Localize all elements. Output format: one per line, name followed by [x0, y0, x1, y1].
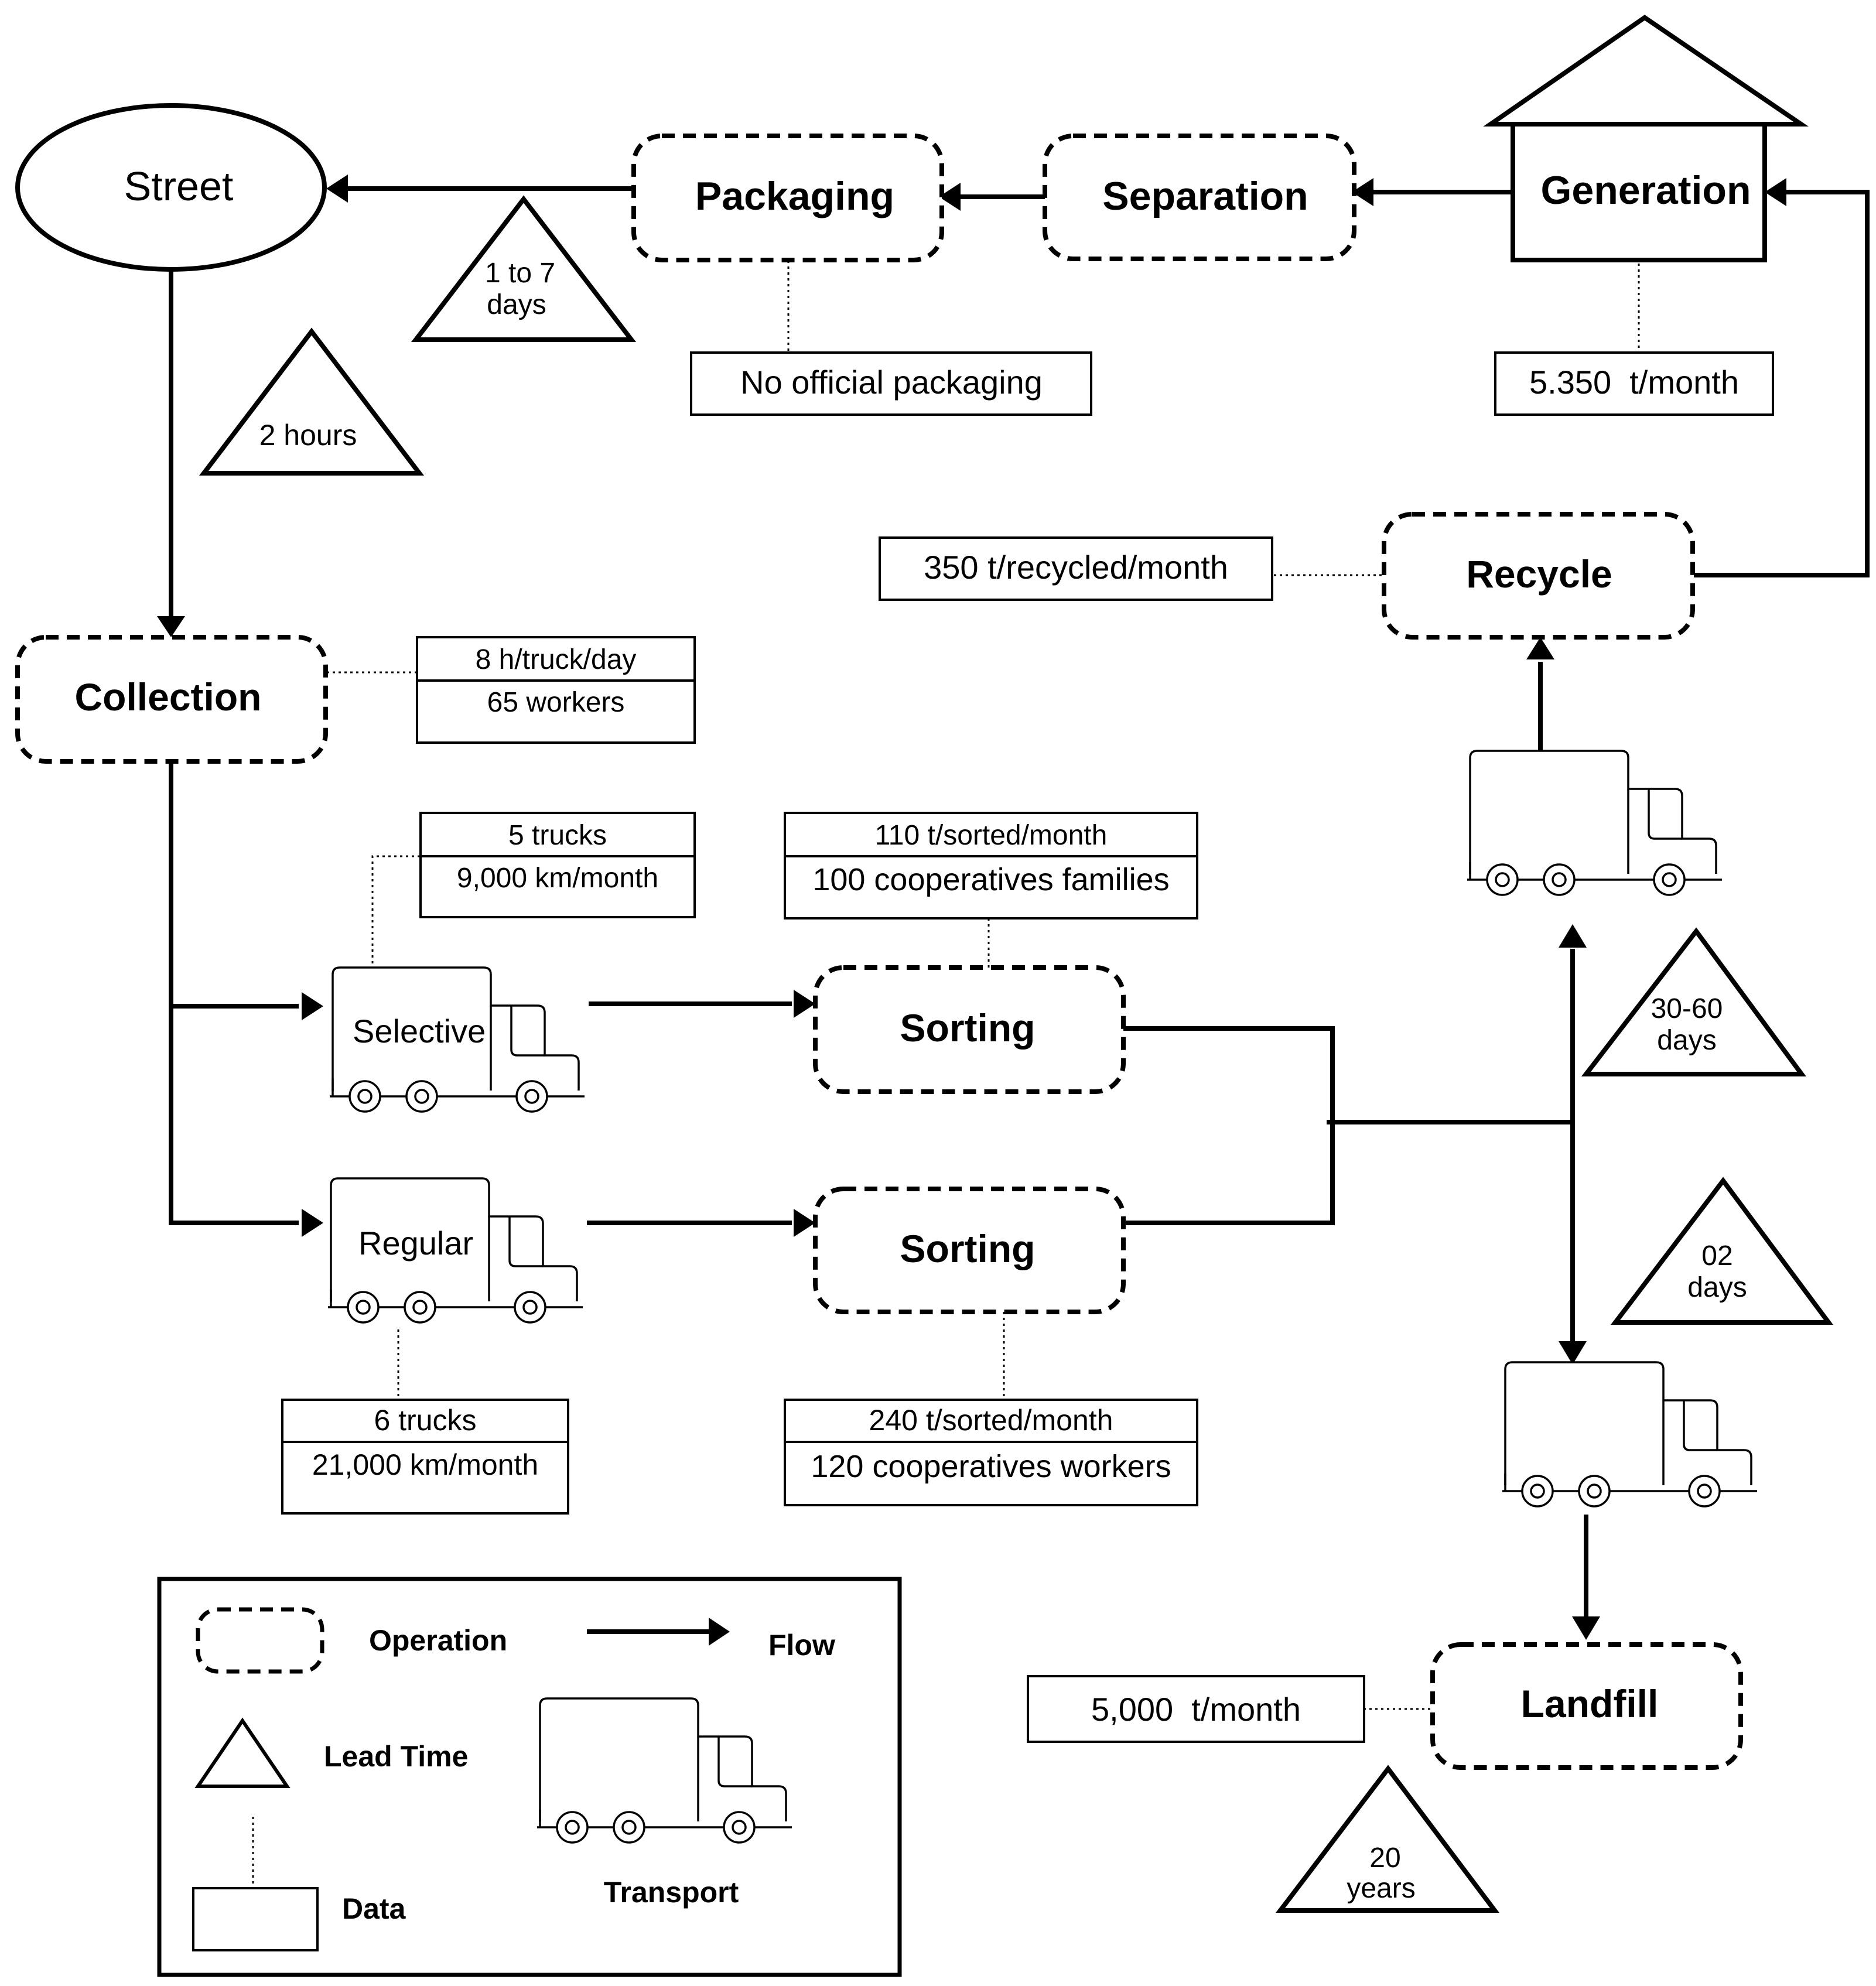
legend-lead-time-icon — [194, 1717, 291, 1788]
data-recycled: 350 t/recycled/month — [924, 549, 1228, 586]
generation-roof — [1483, 15, 1809, 127]
generation-label: Generation — [1541, 168, 1751, 213]
arrowhead — [1559, 1341, 1587, 1365]
lead-time-packaging-line1: 1 to 7 — [485, 258, 555, 289]
arrowhead — [794, 990, 815, 1018]
data-box-packaging — [690, 351, 1092, 416]
data-landfill-rate: 5,000 t/month — [1091, 1691, 1301, 1728]
data-no-packaging: No official packaging — [740, 364, 1043, 401]
lead-time-landfill-transport — [1610, 1177, 1833, 1325]
arrowhead — [302, 1209, 323, 1237]
lead-time-landfill-transport-line2: days — [1687, 1272, 1747, 1303]
lead-time-recycle — [1581, 927, 1806, 1076]
collection-label: Collection — [74, 675, 261, 719]
lead-time-recycle-line1: 30-60 — [1651, 993, 1723, 1024]
lead-time-landfill — [1275, 1765, 1500, 1913]
legend-operation-label: Operation — [369, 1624, 507, 1657]
separation-label: Separation — [1102, 174, 1308, 218]
lead-time-street — [199, 327, 425, 476]
generation-node — [1511, 122, 1767, 262]
landfill-label: Landfill — [1521, 1682, 1659, 1725]
data-box-selective — [419, 812, 696, 918]
data-box-recycle — [879, 536, 1273, 601]
collection-node — [15, 635, 328, 764]
data-box-regular — [281, 1399, 569, 1515]
recycle-truck-icon — [1457, 750, 1735, 896]
legend-transport-label: Transport — [604, 1876, 739, 1909]
recycle-node — [1382, 512, 1695, 640]
data-box-sorting-top — [784, 812, 1198, 919]
arrowhead — [1352, 178, 1373, 206]
sorting-selective-node — [813, 965, 1126, 1094]
legend-flow-label: Flow — [768, 1629, 835, 1662]
data-box-collection — [416, 636, 696, 744]
arrowhead — [326, 175, 348, 203]
data-box-landfill — [1027, 1675, 1365, 1743]
sorting-regular-node — [813, 1187, 1126, 1314]
sorting-regular-label: Sorting — [900, 1227, 1036, 1270]
separation-node — [1043, 134, 1356, 261]
arrowhead — [302, 992, 323, 1020]
flow-collection-branch — [169, 761, 299, 1225]
data-regular-km: 21,000 km/month — [312, 1448, 538, 1481]
street-node — [15, 103, 327, 272]
link-selective-data — [371, 855, 419, 969]
arrowhead — [1559, 924, 1587, 948]
arrowhead — [157, 616, 185, 637]
landfill-truck-icon — [1492, 1361, 1770, 1508]
data-regular-trucks: 6 trucks — [374, 1404, 476, 1437]
data-collection-hours: 8 h/truck/day — [476, 644, 637, 675]
landfill-node — [1430, 1642, 1743, 1770]
arrowhead — [709, 1618, 730, 1646]
arrowhead — [1572, 1616, 1600, 1640]
lead-time-street-label: 2 hours — [259, 419, 357, 452]
flow-recycle-generation — [1694, 190, 1870, 577]
legend-data-icon — [192, 1887, 319, 1951]
lead-time-landfill-line2: years — [1347, 1873, 1415, 1904]
data-coop-families: 100 cooperatives families — [812, 862, 1169, 897]
data-coop-workers: 120 cooperatives workers — [811, 1449, 1171, 1484]
data-box-generation — [1494, 351, 1774, 416]
arrowhead — [794, 1209, 815, 1237]
data-selective-km: 9,000 km/month — [457, 863, 658, 894]
recycle-label: Recycle — [1466, 552, 1612, 596]
legend-operation-icon — [196, 1607, 324, 1674]
regular-truck-label: Regular — [358, 1225, 473, 1262]
sorting-selective-label: Sorting — [900, 1006, 1036, 1050]
lead-time-packaging — [411, 195, 637, 342]
data-sorted-top: 110 t/sorted/month — [875, 820, 1108, 851]
arrowhead — [939, 183, 961, 211]
street-label: Street — [124, 163, 234, 209]
arrowhead — [1765, 178, 1786, 206]
legend-data-label: Data — [342, 1892, 406, 1925]
data-box-sorting-bottom — [784, 1399, 1198, 1506]
lead-time-recycle-line2: days — [1657, 1025, 1716, 1056]
lead-time-landfill-transport-line1: 02 — [1701, 1240, 1733, 1271]
selective-truck-label: Selective — [353, 1013, 486, 1050]
packaging-label: Packaging — [695, 174, 894, 218]
data-selective-trucks: 5 trucks — [508, 820, 607, 851]
data-collection-workers: 65 workers — [487, 687, 625, 718]
arrowhead — [1526, 637, 1554, 659]
legend-lead-time-label: Lead Time — [324, 1740, 468, 1773]
lead-time-landfill-line1: 20 — [1369, 1843, 1400, 1874]
data-sorted-bottom: 240 t/sorted/month — [869, 1404, 1113, 1437]
lead-time-packaging-line2: days — [487, 289, 546, 320]
packaging-node — [631, 134, 944, 262]
data-generation-rate: 5.350 t/month — [1529, 364, 1739, 401]
flow-sorting-merge — [1122, 1026, 1335, 1225]
